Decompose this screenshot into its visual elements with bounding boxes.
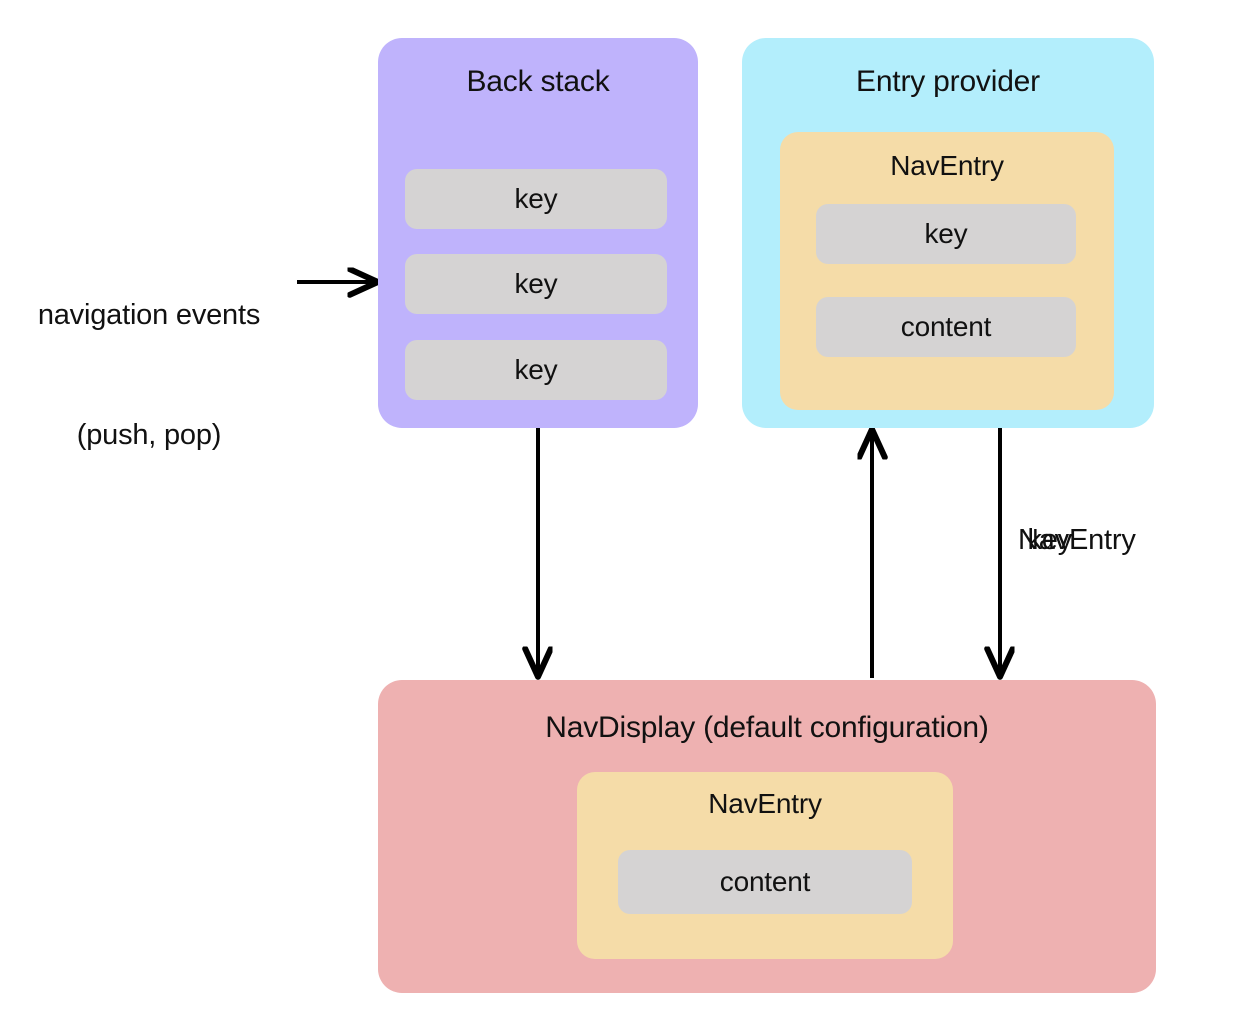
entry-provider-key-pill: key — [816, 204, 1076, 264]
nav-display-box: NavDisplay (default configuration) NavEn… — [378, 680, 1156, 993]
back-stack-box: Back stack key key key — [378, 38, 698, 428]
edge-label-key: key — [1027, 524, 1072, 556]
edge-label-navigation-events: navigation events (push, pop) — [8, 215, 290, 535]
nav-display-naventry-box: NavEntry content — [577, 772, 953, 959]
edge-label-naventry: NavEntry — [1018, 524, 1136, 556]
back-stack-key-pill: key — [405, 340, 667, 400]
nav-display-naventry-title: NavEntry — [708, 788, 822, 819]
entry-provider-content-pill: content — [816, 297, 1076, 357]
edge-label-navigation-events-line1: navigation events — [37, 299, 261, 331]
entry-provider-title: Entry provider — [856, 65, 1040, 98]
nav-display-content-pill: content — [618, 850, 912, 914]
entry-provider-naventry-box: NavEntry key content — [780, 132, 1114, 410]
nav-display-title: NavDisplay (default configuration) — [545, 711, 989, 744]
entry-provider-box: Entry provider NavEntry key content — [742, 38, 1154, 428]
entry-provider-naventry-title: NavEntry — [890, 150, 1004, 181]
back-stack-key-pill: key — [405, 254, 667, 314]
edge-label-navigation-events-line2: (push, pop) — [76, 419, 222, 451]
back-stack-title: Back stack — [466, 65, 610, 98]
back-stack-key-pill: key — [405, 169, 667, 229]
